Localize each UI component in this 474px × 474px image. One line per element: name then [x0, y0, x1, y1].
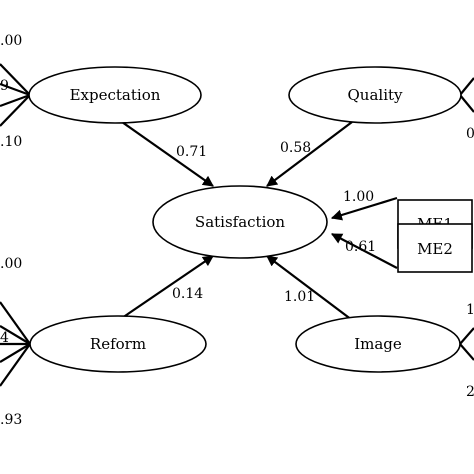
loading-fragment-bottom-left-upper: .00 [0, 256, 22, 272]
loading-fragment-top-right-lower: 0 [466, 126, 474, 142]
reform-ellipse [29, 315, 207, 373]
quality-node: Quality [288, 66, 462, 124]
coef-reform-satisfaction: 0.14 [172, 286, 203, 302]
expectation-indicator-line-4 [0, 94, 31, 127]
path-arrow-me2-satisfaction [331, 233, 398, 269]
coef-me1-satisfaction: 1.00 [343, 189, 374, 205]
path-arrow-expectation-satisfaction [121, 121, 214, 187]
coef-expectation-satisfaction: 0.71 [176, 144, 207, 160]
image-indicator-lines [459, 327, 474, 361]
loading-fragment-bottom-right-upper: 1 [466, 302, 474, 318]
expectation-node: Expectation [28, 66, 202, 124]
quality-indicator-lines [459, 77, 474, 113]
reform-indicator-lines [0, 301, 31, 387]
loading-fragment-top-left-middle: 9 [0, 78, 9, 94]
path-arrow-me1-satisfaction [330, 196, 398, 221]
reform-indicator-line-4 [0, 343, 31, 363]
reform-node: Reform [29, 315, 207, 373]
coef-image-satisfaction: 1.01 [284, 289, 315, 305]
image-indicator-line-2 [459, 343, 474, 361]
coef-quality-satisfaction: 0.58 [280, 140, 311, 156]
reform-indicator-line-1 [0, 301, 31, 345]
path-arrow-quality-satisfaction [266, 121, 353, 187]
reform-indicator-line-2 [0, 325, 31, 345]
expectation-ellipse [28, 66, 202, 124]
expectation-indicator-line-1 [0, 63, 31, 96]
expectation-label: Expectation [70, 86, 161, 104]
reform-label: Reform [90, 335, 146, 353]
satisfaction-node: Satisfaction [152, 185, 328, 259]
loading-fragment-top-left-lower: .10 [0, 134, 22, 150]
loading-fragment-bottom-left-lower: .93 [0, 412, 22, 428]
me2-node: ME2 [397, 223, 473, 273]
coef-me2-satisfaction: 0.61 [345, 239, 376, 255]
path-arrow-image-satisfaction [266, 255, 353, 321]
image-indicator-line-1 [459, 327, 474, 345]
loading-fragment-top-left-upper: .00 [0, 33, 22, 49]
quality-indicator-line-1 [459, 77, 474, 96]
satisfaction-label: Satisfaction [195, 213, 285, 231]
quality-label: Quality [348, 86, 404, 104]
me2-label: ME2 [417, 240, 453, 258]
me2-box [397, 223, 473, 273]
expectation-indicator-line-2 [0, 82, 31, 97]
quality-indicator-line-2 [459, 94, 474, 113]
expectation-indicator-lines [0, 63, 31, 127]
image-node: Image [295, 315, 461, 373]
path-arrow-reform-satisfaction [121, 255, 214, 319]
image-label: Image [354, 335, 402, 353]
satisfaction-ellipse [152, 185, 328, 259]
quality-ellipse [288, 66, 462, 124]
reform-indicator-line-5 [0, 343, 31, 387]
image-ellipse [295, 315, 461, 373]
loading-fragment-bottom-right-lower: 2 [466, 384, 474, 400]
loading-fragment-bottom-left-middle: 4 [0, 330, 9, 346]
expectation-indicator-line-3 [0, 93, 31, 108]
